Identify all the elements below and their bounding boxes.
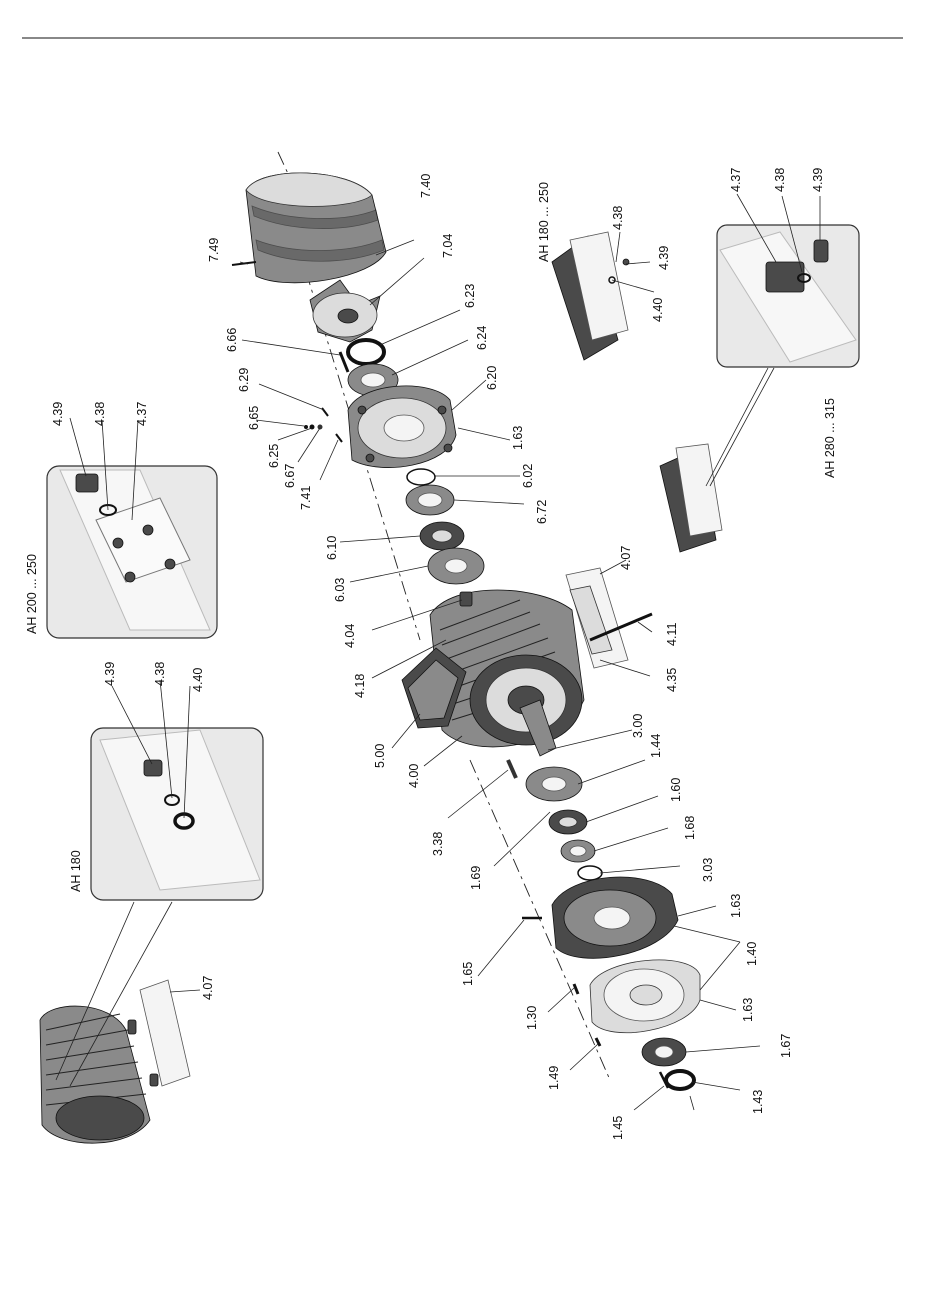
circlip-303	[577, 865, 603, 881]
label-625: 6.25	[267, 444, 281, 468]
label-602: 6.02	[521, 464, 535, 488]
seal-ring	[346, 338, 386, 366]
screw-666	[338, 351, 350, 373]
inset1-label-438: 4.38	[93, 402, 107, 426]
label-338: 3.38	[431, 832, 445, 856]
label-130: 1.30	[525, 1006, 539, 1030]
label-411: 4.11	[665, 623, 679, 646]
label-168: 1.68	[683, 816, 697, 840]
variant-captions: AH 200 ... 250 AH 180 AH 180 ... 250 AH …	[25, 182, 837, 892]
inset1-label-437: 4.37	[135, 402, 149, 426]
label-418: 4.18	[353, 674, 367, 698]
inset-ah200-250	[46, 465, 218, 639]
screw-749	[231, 261, 257, 266]
caption-ah180: AH 180	[69, 850, 83, 892]
end-shield-d-light	[589, 959, 701, 1034]
inset2-label-439: 4.39	[103, 662, 117, 686]
inset1-label-439: 4.39	[51, 402, 65, 426]
leader-inset4b	[709, 367, 775, 487]
leader-inset4	[705, 367, 769, 487]
label-623: 6.23	[463, 284, 477, 308]
label-163b: 1.63	[729, 894, 743, 918]
caption-ah180-250: AH 180 ... 250	[537, 182, 551, 262]
label-400: 4.00	[407, 764, 421, 788]
bearing-cover-603	[427, 547, 485, 585]
bolt-411	[589, 612, 653, 642]
left-motor	[39, 1005, 151, 1144]
label-149: 1.49	[547, 1066, 561, 1090]
key-338	[506, 759, 518, 779]
inset-ah280-315	[716, 224, 860, 368]
inset3-label-439: 4.39	[657, 246, 671, 270]
label-144: 1.44	[649, 734, 663, 758]
label-404: 4.04	[343, 624, 357, 648]
inset-ah180-250-part	[551, 231, 630, 361]
leader-inset2b	[69, 901, 173, 1087]
label-300: 3.00	[631, 714, 645, 738]
label-140: 1.40	[745, 942, 759, 966]
label-665: 6.65	[247, 406, 261, 430]
end-shield-d-dark	[551, 876, 679, 959]
label-165: 1.65	[461, 962, 475, 986]
label-667: 6.67	[283, 464, 297, 488]
lower-right-part	[659, 443, 723, 553]
left-foot-407	[127, 979, 191, 1087]
inset3-label-438: 4.38	[611, 206, 625, 230]
label-163a: 1.63	[511, 426, 525, 450]
label-500: 5.00	[373, 744, 387, 768]
label-160: 1.60	[669, 778, 683, 802]
small-parts-629	[304, 407, 343, 443]
label-672: 6.72	[535, 500, 549, 524]
axis-line-lower	[469, 759, 611, 1081]
ring-168	[560, 839, 596, 863]
caption-ah200-250: AH 200 ... 250	[25, 554, 39, 634]
fan	[309, 279, 381, 343]
bearing-610	[419, 521, 465, 551]
eyebolt-404	[459, 591, 473, 607]
label-620: 6.20	[485, 366, 499, 390]
label-749: 7.49	[207, 238, 221, 262]
label-407b: 4.07	[201, 976, 215, 1000]
seal-143	[664, 1069, 696, 1091]
label-610: 6.10	[325, 536, 339, 560]
inset4-label-438: 4.38	[773, 168, 787, 192]
label-629: 6.29	[237, 368, 251, 392]
inset4-label-439: 4.39	[811, 168, 825, 192]
circlip-602	[406, 468, 436, 486]
label-145: 1.45	[611, 1116, 625, 1140]
label-603: 6.03	[333, 578, 347, 602]
inset4-label-437: 4.37	[729, 168, 743, 192]
inset3-label-440: 4.40	[651, 298, 665, 322]
label-740: 7.40	[419, 174, 433, 198]
leader-inset2	[55, 901, 135, 1081]
label-407a: 4.07	[619, 546, 633, 570]
label-666: 6.66	[225, 328, 239, 352]
bearing-160	[548, 809, 588, 835]
axis-line-top	[277, 151, 291, 179]
label-143: 1.43	[751, 1090, 765, 1114]
label-624: 6.24	[475, 326, 489, 350]
foot-407	[565, 567, 629, 669]
label-167: 1.67	[779, 1034, 793, 1058]
leader-lines	[69, 193, 821, 1111]
bearing-672	[405, 484, 455, 516]
bearing-cover-167	[641, 1037, 687, 1067]
label-163c: 1.63	[741, 998, 755, 1022]
inset-ah180	[90, 727, 264, 901]
label-704: 7.04	[441, 234, 455, 258]
end-shield-n	[347, 385, 457, 468]
inset2-label-438: 4.38	[153, 662, 167, 686]
label-169: 1.69	[469, 866, 483, 890]
label-435: 4.35	[665, 668, 679, 692]
label-303: 3.03	[701, 858, 715, 882]
bearing-cover-144	[525, 766, 583, 802]
fan-cover	[245, 172, 387, 284]
inset2-label-440: 4.40	[191, 668, 205, 692]
part-labels: 7.49 7.40 7.04 6.66 6.23 6.24 6.29 6.65 …	[51, 168, 825, 1140]
label-741: 7.41	[299, 486, 313, 510]
caption-ah280-315: AH 280 ... 315	[823, 398, 837, 478]
terminal-box	[401, 647, 467, 729]
